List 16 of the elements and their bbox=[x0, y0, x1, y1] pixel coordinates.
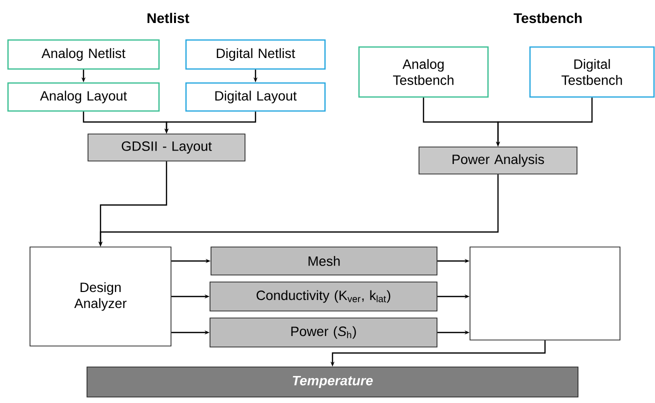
layout-box: Analog Layout bbox=[7, 82, 160, 112]
process-box: Power (S$_{h}$) bbox=[210, 318, 438, 348]
process-box: Power Analysis bbox=[418, 146, 578, 174]
process-box: Design Analyzer bbox=[30, 246, 172, 346]
layout-box: Digital Layout bbox=[185, 82, 326, 112]
netlist-box: Digital Netlist bbox=[185, 39, 326, 70]
group-heading: Netlist bbox=[148, 12, 190, 24]
process-box: Conductivity (K$_{ver}$, k$_{lat}$) bbox=[210, 282, 438, 312]
group-heading: Testbench bbox=[514, 12, 582, 24]
testbench-box: Analog Testbench bbox=[358, 46, 489, 98]
netlist-box: Analog Netlist bbox=[7, 39, 160, 70]
process-box: GDSII - Layout bbox=[88, 134, 246, 162]
process-box: Mesh bbox=[210, 246, 438, 276]
result-bar: Temperature bbox=[86, 366, 578, 398]
solver-box bbox=[470, 246, 620, 340]
testbench-box: Digital Testbench bbox=[529, 46, 655, 98]
